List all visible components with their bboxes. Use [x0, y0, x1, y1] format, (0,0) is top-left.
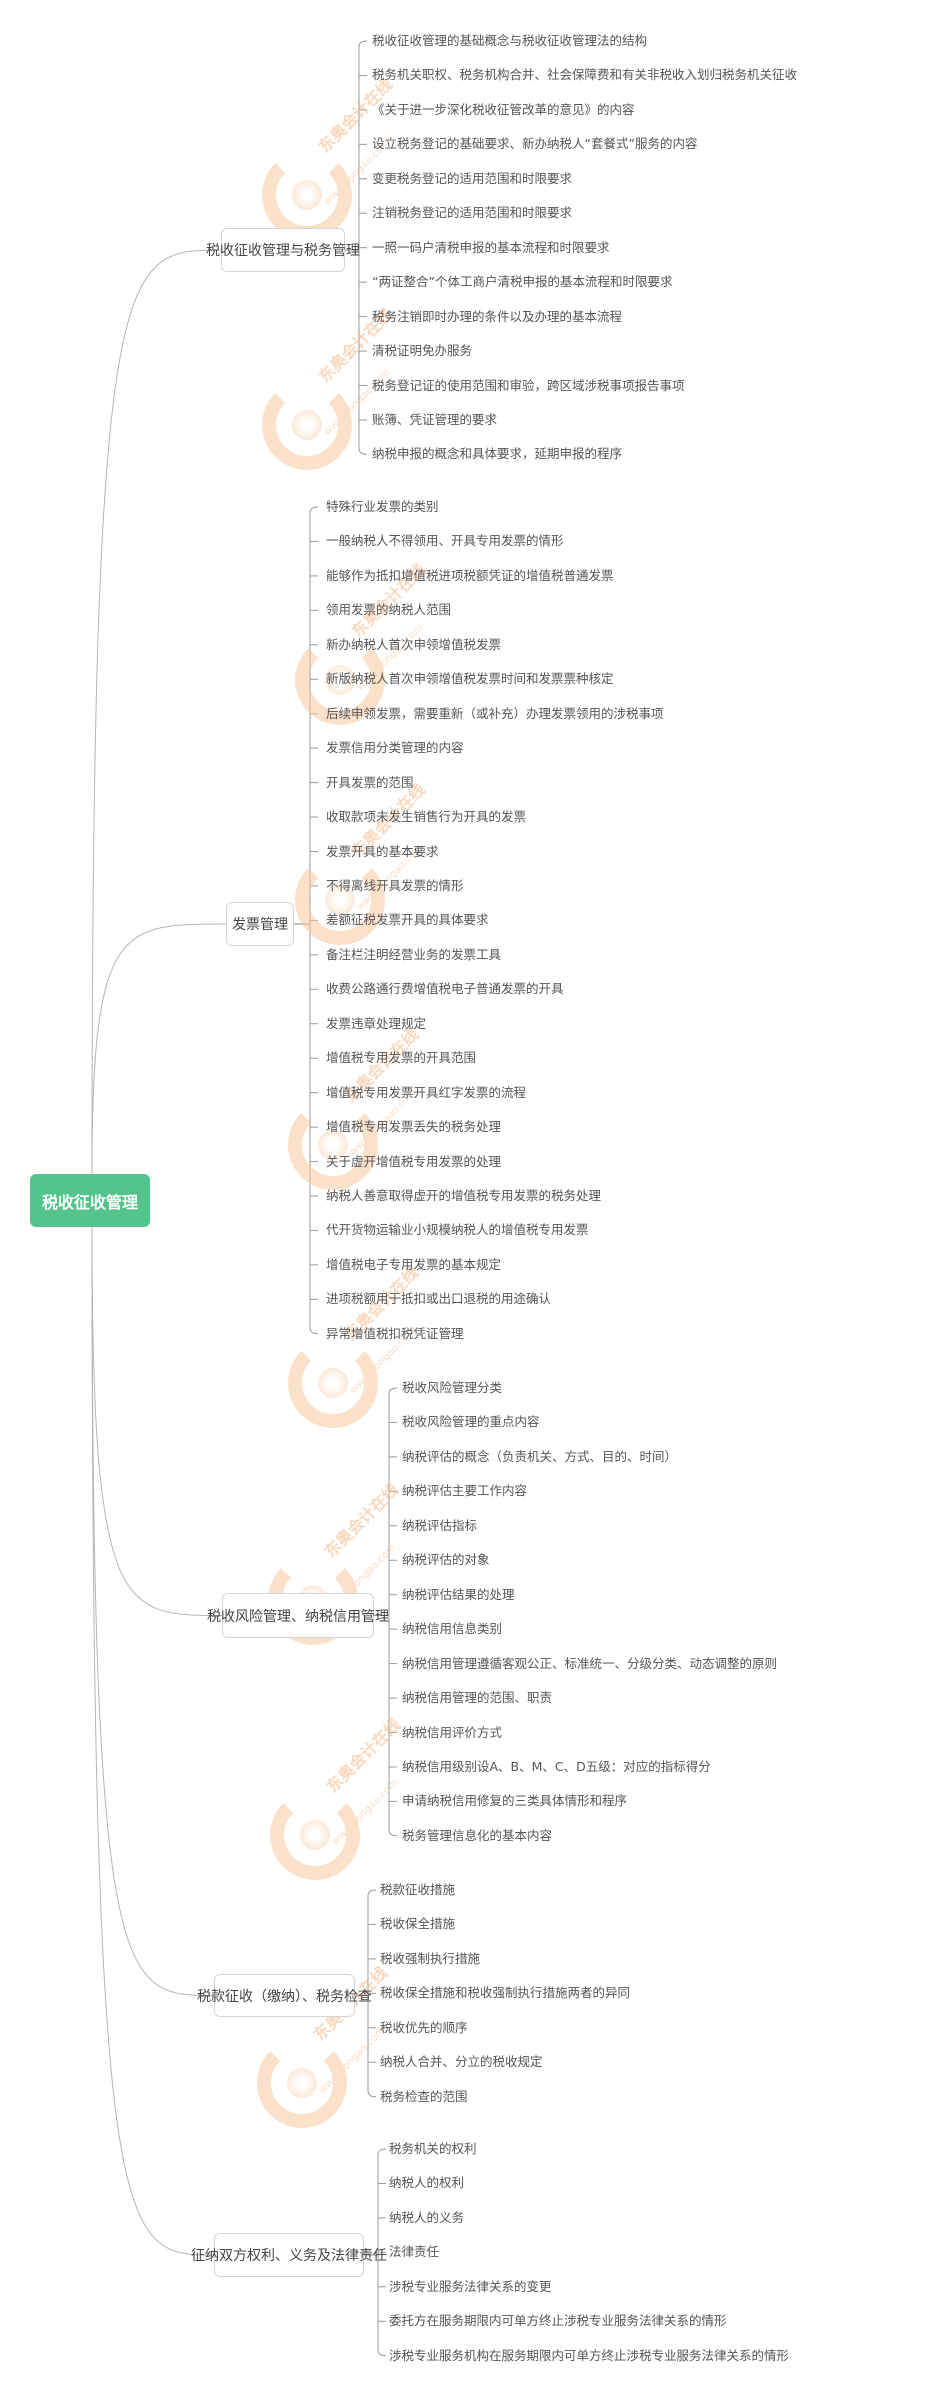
topic-item[interactable]: 增值税电子专用发票的基本规定	[326, 1256, 502, 1272]
branch-node[interactable]: 税款征收（缴纳）、税务检查	[197, 1974, 372, 2017]
topic-item[interactable]: 税务登记证的使用范围和审验，跨区域涉税事项报告事项	[372, 377, 685, 393]
topic-item[interactable]: 纳税评估结果的处理	[402, 1586, 515, 1602]
topic-item[interactable]: 申请纳税信用修复的三类具体情形和程序	[402, 1793, 628, 1809]
topic-item[interactable]: 开具发票的范围	[326, 774, 414, 790]
topic-item[interactable]: 纳税人合并、分立的税收规定	[380, 2054, 543, 2070]
topic-item[interactable]: 税务注销即时办理的条件以及办理的基本流程	[372, 308, 623, 324]
branch-node[interactable]: 征纳双方权利、义务及法律责任	[191, 2233, 387, 2277]
topic-item[interactable]: 税务管理信息化的基本内容	[402, 1827, 553, 1843]
topic-item[interactable]: 清税证明免办服务	[372, 343, 473, 359]
topic-item[interactable]: 税收保全措施和税收强制执行措施两者的异同	[380, 1985, 631, 2001]
topic-item[interactable]: 领用发票的纳税人范围	[326, 602, 452, 618]
topic-item[interactable]: 委托方在服务期限内可单方终止涉税专业服务法律关系的情形	[389, 2313, 727, 2329]
topic-item[interactable]: 税务机关的权利	[389, 2141, 477, 2156]
topic-item[interactable]: 涉税专业服务法律关系的变更	[389, 2278, 552, 2294]
topic-item[interactable]: 税收风险管理的重点内容	[402, 1414, 540, 1430]
topic-item[interactable]: 增值税专用发票的开具范围	[326, 1050, 477, 1066]
topic-item[interactable]: 税收优先的顺序	[380, 2019, 468, 2035]
topic-item[interactable]: 纳税信用管理的范围、职责	[402, 1690, 553, 1706]
topic-item[interactable]: 能够作为抵扣增值税进项税额凭证的增值税普通发票	[326, 567, 614, 583]
topic-item[interactable]: 收取款项未发生销售行为开具的发票	[326, 809, 527, 825]
topic-item[interactable]: 异常增值税扣税凭证管理	[326, 1325, 464, 1341]
topic-item[interactable]: 注销税务登记的适用范围和时限要求	[372, 205, 573, 221]
root-branch-connector	[91, 1226, 215, 2256]
branch-node[interactable]: 发票管理	[226, 902, 294, 946]
topic-item[interactable]: 纳税人的权利	[389, 2175, 465, 2191]
branch-node[interactable]: 税收征收管理与税务管理	[206, 228, 360, 272]
topic-item[interactable]: 发票违章处理规定	[326, 1015, 427, 1031]
root-node[interactable]: 税收征收管理	[30, 1174, 150, 1227]
root-branch-connector	[91, 1226, 215, 1996]
topic-item[interactable]: 纳税信用评价方式	[402, 1724, 503, 1740]
topic-item[interactable]: 税收保全措施	[380, 1916, 456, 1932]
topic-item[interactable]: 税务检查的范围	[380, 2088, 468, 2104]
topic-item[interactable]: 进项税额用于抵扣或出口退税的用途确认	[326, 1291, 552, 1307]
topic-item[interactable]: 设立税务登记的基础要求、新办纳税人“套餐式”服务的内容	[372, 136, 698, 152]
topic-item[interactable]: 纳税评估的概念（负责机关、方式、目的、时间）	[402, 1448, 678, 1464]
topic-item[interactable]: 发票信用分类管理的内容	[326, 740, 464, 756]
topic-item[interactable]: 代开货物运输业小规模纳税人的增值税专用发票	[326, 1222, 589, 1238]
root-branch-connector	[91, 923, 227, 1175]
topic-item[interactable]: 税务机关职权、税务机构合并、社会保障费和有关非税收入划归税务机关征收	[372, 67, 798, 83]
topic-item[interactable]: 纳税评估的对象	[402, 1552, 490, 1568]
topic-item[interactable]: 税收征收管理的基础概念与税收征收管理法的结构	[372, 33, 648, 48]
topic-item[interactable]: 纳税信用信息类别	[402, 1621, 503, 1637]
topic-item[interactable]: 税收风险管理分类	[402, 1380, 503, 1395]
topic-item[interactable]: 收费公路通行费增值税电子普通发票的开具	[326, 981, 564, 997]
item-bracket	[388, 1387, 398, 1837]
topic-item[interactable]: 税款征收措施	[380, 1882, 456, 1897]
branch-node[interactable]: 税收风险管理、纳税信用管理	[207, 1593, 389, 1638]
topic-item[interactable]: 特殊行业发票的类别	[326, 499, 439, 514]
topic-item[interactable]: 涉税专业服务机构在服务期限内可单方终止涉税专业服务法律关系的情形	[389, 2347, 790, 2363]
topic-item[interactable]: 后续申领发票，需要重新（或补充）办理发票领用的涉税事项	[326, 705, 664, 721]
topic-item[interactable]: 法律责任	[389, 2244, 440, 2260]
topic-item[interactable]: 纳税评估指标	[402, 1517, 478, 1533]
root-branch-connector	[91, 1226, 223, 1616]
topic-item[interactable]: 纳税人善意取得虚开的增值税专用发票的税务处理	[326, 1188, 602, 1203]
topic-item[interactable]: 发票开具的基本要求	[326, 843, 439, 859]
topic-item[interactable]: 关于虚开增值税专用发票的处理	[326, 1153, 502, 1169]
root-branch-connector	[91, 249, 222, 1175]
topic-item[interactable]: 新版纳税人首次申领增值税发票时间和发票票种核定	[326, 671, 614, 687]
topic-item[interactable]: 差额征税发票开具的具体要求	[326, 912, 489, 928]
topic-item[interactable]: 新办纳税人首次申领增值税发票	[326, 636, 502, 652]
topic-item[interactable]: 税收强制执行措施	[380, 1950, 481, 1966]
topic-item[interactable]: 增值税专用发票丢失的税务处理	[326, 1119, 502, 1135]
topic-item[interactable]: “两证整合”个体工商户清税申报的基本流程和时限要求	[372, 274, 673, 290]
topic-item[interactable]: 账簿、凭证管理的要求	[372, 411, 498, 427]
topic-item[interactable]: 一照一码户清税申报的基本流程和时限要求	[372, 239, 610, 255]
topic-item[interactable]: 增值税专用发票开具红字发票的流程	[326, 1084, 527, 1100]
topic-item[interactable]: 不得离线开具发票的情形	[326, 877, 464, 893]
topic-item[interactable]: 一般纳税人不得领用、开具专用发票的情形	[326, 533, 564, 549]
topic-item[interactable]: 备注栏注明经营业务的发票工具	[326, 946, 502, 962]
topic-item[interactable]: 《关于进一步深化税收征管改革的意见》的内容	[372, 101, 635, 117]
topic-item[interactable]: 纳税申报的概念和具体要求，延期申报的程序	[372, 446, 623, 462]
topic-item[interactable]: 纳税人的义务	[389, 2209, 465, 2225]
topic-item[interactable]: 变更税务登记的适用范围和时限要求	[372, 170, 573, 186]
topic-item[interactable]: 纳税信用管理遵循客观公正、标准统一、分级分类、动态调整的原则	[402, 1655, 778, 1671]
topic-item[interactable]: 纳税评估主要工作内容	[402, 1483, 528, 1499]
topic-item[interactable]: 纳税信用级别设A、B、M、C、D五级：对应的指标得分	[402, 1758, 711, 1774]
